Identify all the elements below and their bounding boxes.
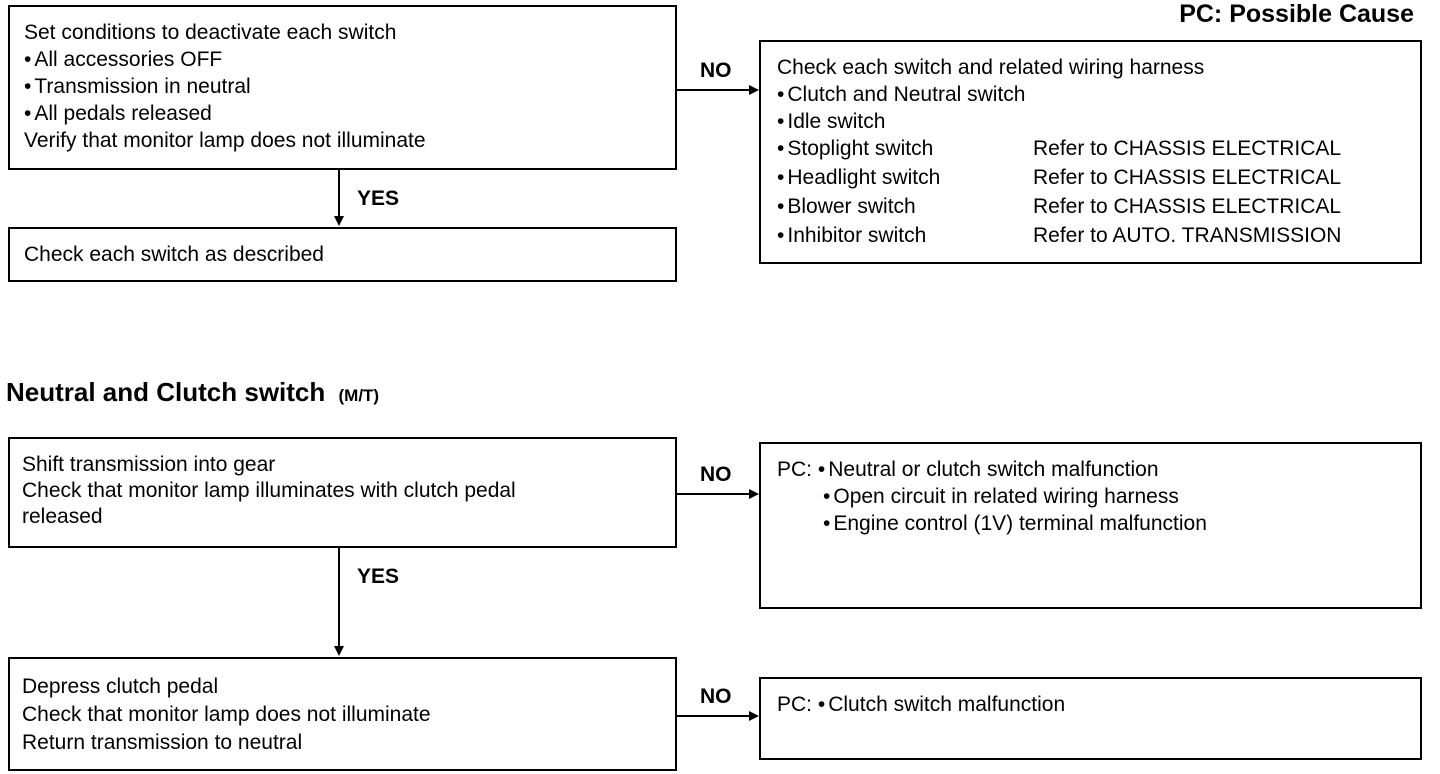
switch-name: Inhibitor switch [777, 224, 926, 247]
cause-item: Clutch switch malfunction [818, 693, 1065, 716]
no-connector-3 [677, 715, 749, 717]
verify-text: Verify that monitor lamp does not illumi… [24, 129, 426, 152]
switch-item: Stoplight switch Refer to CHASSIS ELECTR… [777, 135, 1420, 164]
instruction-line: Check that monitor lamp does not illumin… [22, 703, 431, 726]
shift-into-gear-box: Shift transmission into gear Check that … [8, 437, 677, 548]
possible-cause-legend: PC: Possible Cause [1179, 0, 1414, 28]
cause-item: Engine control (1V) terminal malfunction [777, 510, 1420, 537]
arrow-down-icon [334, 646, 344, 656]
switch-list: Clutch and Neutral switch Idle switch St… [777, 81, 1420, 251]
switch-name: Idle switch [777, 110, 885, 133]
instruction-line: released [22, 505, 103, 528]
instruction-line: Check that monitor lamp illuminates with… [22, 479, 516, 502]
instruction-line: Return transmission to neutral [22, 731, 303, 754]
switch-item: Blower switch Refer to CHASSIS ELECTRICA… [777, 193, 1420, 222]
switch-reference: Refer to CHASSIS ELECTRICAL [1033, 195, 1342, 218]
switch-reference: Refer to AUTO. TRANSMISSION [1033, 224, 1342, 247]
possible-cause-box-2: PC: Clutch switch malfunction [759, 677, 1422, 760]
switch-item: Headlight switch Refer to CHASSIS ELECTR… [777, 164, 1420, 193]
switch-harness-title: Check each switch and related wiring har… [777, 56, 1205, 79]
pc-line: PC: Neutral or clutch switch malfunction [777, 456, 1420, 483]
no-label: NO [700, 59, 732, 82]
set-conditions-title: Set conditions to deactivate each switch [24, 21, 397, 44]
switch-name: Blower switch [777, 195, 915, 218]
switch-reference: Refer to CHASSIS ELECTRICAL [1033, 166, 1342, 189]
arrow-down-icon [334, 216, 344, 226]
switch-item: Idle switch [777, 108, 1420, 135]
pc-prefix: PC: [777, 693, 813, 716]
no-connector-2 [677, 493, 749, 495]
switch-item: Clutch and Neutral switch [777, 81, 1420, 108]
yes-connector-2 [338, 548, 340, 648]
section-title-suffix: (M/T) [338, 386, 380, 405]
no-label: NO [700, 685, 732, 708]
section-title: Neutral and Clutch switch (M/T) [6, 377, 379, 408]
switch-name: Headlight switch [777, 166, 940, 189]
instruction-line: Depress clutch pedal [22, 675, 219, 698]
yes-label: YES [357, 187, 400, 210]
pc-line: PC: Clutch switch malfunction [777, 691, 1420, 718]
switch-reference: Refer to CHASSIS ELECTRICAL [1033, 137, 1342, 160]
condition-item: Transmission in neutral [24, 73, 675, 100]
arrow-right-icon [749, 489, 759, 499]
condition-item: All accessories OFF [24, 46, 675, 73]
possible-cause-box-1: PC: Neutral or clutch switch malfunction… [759, 442, 1422, 609]
instruction-line: Shift transmission into gear [22, 453, 276, 476]
set-conditions-box: Set conditions to deactivate each switch… [8, 5, 677, 170]
cause-item: Neutral or clutch switch malfunction [818, 458, 1158, 481]
switch-harness-box: Check each switch and related wiring har… [759, 40, 1422, 264]
cause-item: Open circuit in related wiring harness [777, 483, 1420, 510]
condition-item: All pedals released [24, 100, 675, 127]
no-connector-1 [677, 89, 749, 91]
switch-name: Clutch and Neutral switch [777, 83, 1025, 106]
arrow-right-icon [749, 85, 759, 95]
switch-item: Inhibitor switch Refer to AUTO. TRANSMIS… [777, 222, 1420, 251]
pc-prefix: PC: [777, 458, 813, 481]
section-title-text: Neutral and Clutch switch [6, 377, 326, 407]
switch-name: Stoplight switch [777, 137, 933, 160]
depress-clutch-box: Depress clutch pedal Check that monitor … [8, 657, 677, 771]
check-each-switch-box: Check each switch as described [8, 227, 677, 282]
yes-label: YES [357, 565, 400, 588]
yes-connector-1 [338, 170, 340, 218]
arrow-right-icon [749, 711, 759, 721]
check-each-switch-text: Check each switch as described [24, 243, 324, 266]
no-label: NO [700, 463, 732, 486]
